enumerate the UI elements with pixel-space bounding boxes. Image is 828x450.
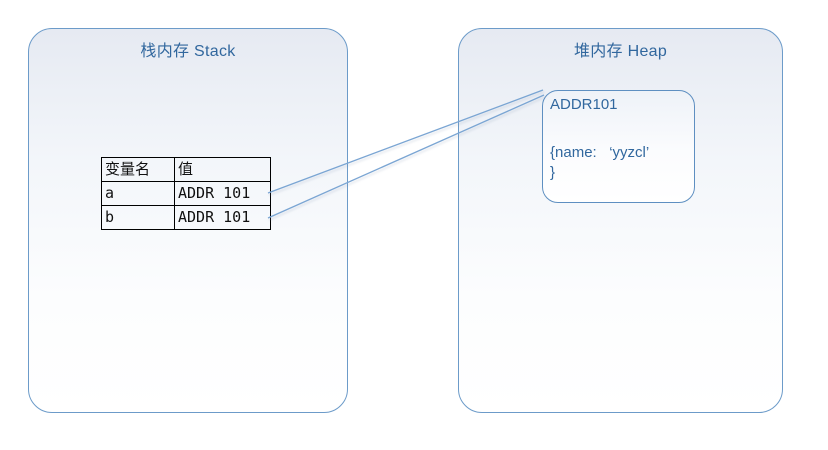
table-row: a ADDR 101 (101, 181, 271, 206)
heap-memory-box: 堆内存 Heap (458, 28, 783, 413)
table-header-row: 变量名 值 (101, 157, 271, 182)
header-value: 值 (174, 157, 271, 182)
row-b-name-cell: b (101, 205, 175, 230)
heap-object-box: ADDR101 {name: ‘yyzcl’} (542, 90, 695, 203)
row-b-value-cell: ADDR 101 (174, 205, 271, 230)
heap-object-body-line1: {name: ‘yyzcl’ (550, 144, 650, 161)
heap-object-body: {name: ‘yyzcl’} (550, 143, 649, 183)
table-row: b ADDR 101 (101, 205, 271, 230)
header-variable-name: 变量名 (101, 157, 175, 182)
heap-object-address: ADDR101 (550, 96, 618, 113)
row-a-value-cell: ADDR 101 (174, 181, 271, 206)
heap-object-body-line2: } (550, 164, 556, 181)
variable-table: 变量名 值 a ADDR 101 b ADDR 101 (101, 157, 271, 230)
row-a-name-cell: a (101, 181, 175, 206)
stack-box-title: 栈内存 Stack (140, 43, 236, 60)
heap-box-title: 堆内存 Heap (573, 43, 668, 60)
